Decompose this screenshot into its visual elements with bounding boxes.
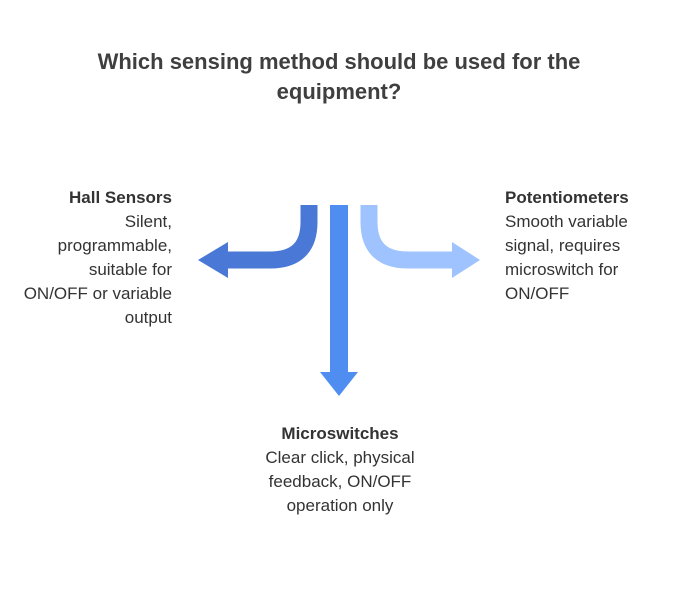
option-heading: Hall Sensors — [69, 188, 172, 207]
left-arrow-shaft — [228, 205, 318, 269]
left-arrow — [198, 205, 318, 278]
center-arrow-head — [320, 372, 358, 396]
center-arrow — [320, 205, 358, 396]
center-arrow-shaft — [330, 205, 348, 372]
option-heading: Microswitches — [281, 424, 399, 443]
left-arrow-head — [198, 242, 228, 278]
option-description: Silent, programmable, suitable for ON/OF… — [23, 212, 172, 327]
option-description: Smooth variable signal, requires microsw… — [505, 212, 628, 303]
option-hall-sensors: Hall Sensors Silent, programmable, suita… — [20, 186, 172, 330]
option-description: Clear click, physical feedback, ON/OFF o… — [265, 448, 415, 515]
option-heading: Potentiometers — [505, 188, 629, 207]
diagram-title: Which sensing method should be used for … — [97, 49, 581, 104]
right-arrow-head — [452, 242, 480, 278]
option-potentiometers: Potentiometers Smooth variable signal, r… — [505, 186, 665, 306]
right-arrow — [360, 205, 480, 278]
option-microswitches: Microswitches Clear click, physical feed… — [250, 422, 430, 518]
right-arrow-shaft — [360, 205, 452, 269]
